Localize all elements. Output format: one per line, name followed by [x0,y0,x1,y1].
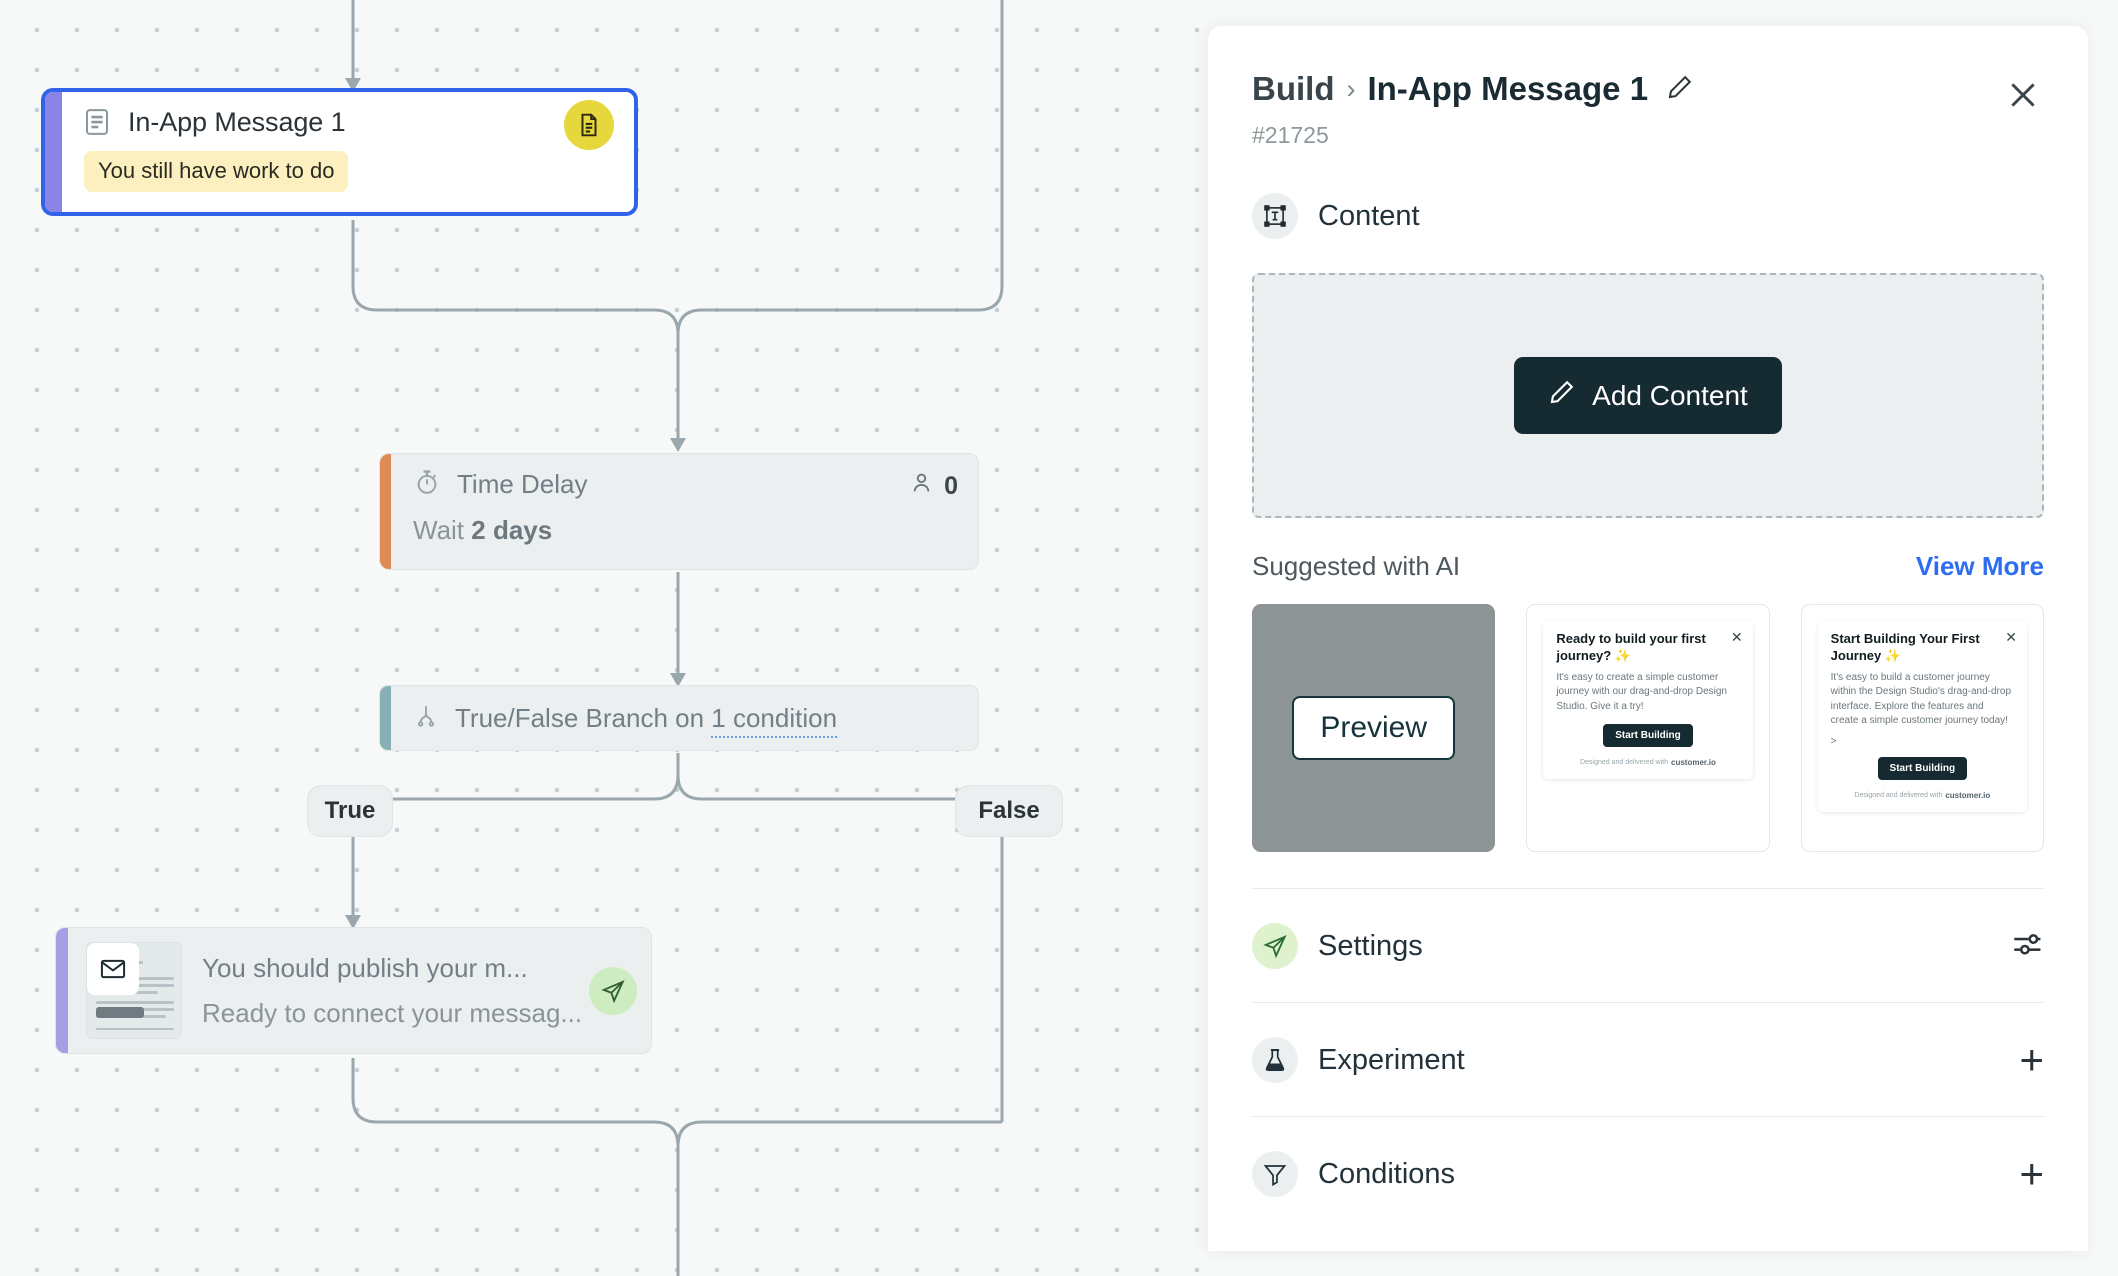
close-icon[interactable]: ✕ [2005,629,2017,645]
branch-label-true[interactable]: True [307,785,393,837]
envelope-icon [87,943,139,995]
branch-title-prefix: True/False Branch on [455,702,712,733]
footer-prefix: Designed and delivered with [1854,792,1943,799]
breadcrumb: Build › In-App Message 1 [1252,26,2044,108]
settings-label: Settings [1318,929,1423,962]
content-dropzone[interactable]: Add Content [1252,273,2044,518]
flask-icon [1252,1037,1298,1083]
footer-brand: customer.io [1671,757,1716,767]
branch-condition-link[interactable]: 1 condition [711,702,838,738]
text-box-icon [1252,193,1298,239]
node-accent-stripe [380,686,391,750]
add-content-label: Add Content [1592,379,1748,411]
funnel-icon [1252,1151,1298,1197]
pencil-icon[interactable] [1666,73,1694,106]
pencil-icon [1548,378,1576,413]
branch-icon [413,702,439,735]
conditions-label: Conditions [1318,1157,1456,1190]
accordion-settings[interactable]: Settings [1252,889,2044,1002]
canvas-node-time-delay[interactable]: Time Delay Wait 2 days 0 [379,453,979,570]
branch-label-false[interactable]: False [955,785,1063,837]
add-content-button[interactable]: Add Content [1514,357,1782,434]
close-icon[interactable]: ✕ [1730,629,1743,645]
node-people-count: 0 [909,470,958,502]
message-thumbnail [86,942,182,1039]
suggestion-footer: Designed and delivered with customer.io [1556,758,1739,767]
node-accent-stripe [380,454,391,569]
close-icon[interactable] [2006,78,2040,117]
page-title: In-App Message 1 [1367,70,1649,107]
document-badge-icon[interactable] [564,100,614,150]
breadcrumb-separator: › [1346,73,1356,104]
breadcrumb-build[interactable]: Build [1252,70,1335,107]
suggestion-card[interactable]: ✕ Ready to build your first journey? ✨ I… [1526,604,1770,852]
canvas-node-message[interactable]: You should publish your m... Ready to co… [55,927,652,1054]
wait-value: 2 days [471,515,553,545]
suggestion-heading: Start Building Your First Journey ✨ [1830,631,1980,663]
plus-icon[interactable]: + [2019,1036,2044,1084]
view-more-link[interactable]: View More [1915,551,2044,581]
node-subtitle: Wait 2 days [413,515,958,546]
document-icon [82,106,112,138]
suggestion-card-preview[interactable]: Preview [1252,604,1496,852]
divider [1252,1116,2044,1117]
suggestion-footer: Designed and delivered with customer.io [1831,791,2014,800]
node-detail-panel: Build › In-App Message 1 #21725 [1208,26,2088,1251]
divider [1252,888,2044,889]
preview-button[interactable]: Preview [1292,696,1456,760]
content-section-header: Content [1252,193,2044,239]
footer-brand: customer.io [1945,791,1991,800]
node-id: #21725 [1252,122,1329,148]
node-title: Time Delay [457,469,588,499]
node-title: True/False Branch on 1 condition [455,702,838,738]
suggestion-heading: Ready to build your first journey? ✨ [1556,631,1706,663]
person-icon [909,470,934,502]
timer-icon [413,467,441,502]
accordion-conditions[interactable]: Conditions + [1252,1117,2044,1230]
canvas-node-in-app-message[interactable]: In-App Message 1 You still have work to … [41,88,638,216]
experiment-label: Experiment [1318,1043,1465,1076]
sliders-icon[interactable] [2010,927,2044,966]
message-title: You should publish your m... [202,952,528,983]
suggestion-card[interactable]: ✕ Start Building Your First Journey ✨ It… [1800,604,2044,852]
plus-icon[interactable]: + [2019,1150,2044,1198]
suggested-header: Suggested with AI View More [1252,551,2044,582]
accordion-experiment[interactable]: Experiment + [1252,1003,2044,1116]
canvas-node-true-false-branch[interactable]: True/False Branch on 1 condition [379,685,979,751]
start-building-button[interactable]: Start Building [1603,723,1693,747]
people-count-value: 0 [944,471,958,500]
wait-prefix: Wait [413,515,472,545]
content-label: Content [1318,199,1420,232]
node-accent-stripe [45,92,62,212]
start-building-button[interactable]: Start Building [1877,757,1968,780]
message-subtitle: Ready to connect your messag... [202,997,583,1028]
node-accent-stripe [56,928,68,1053]
suggestion-extra: > [1830,736,1837,747]
journey-canvas[interactable]: In-App Message 1 You still have work to … [0,0,1210,1276]
suggestion-card-list: Preview ✕ Ready to build your first jour… [1252,604,2044,852]
suggestion-body: It's easy to create a simple customer jo… [1556,672,1727,712]
divider [1252,1002,2044,1003]
suggestion-body: It's easy to build a customer journey wi… [1830,672,2012,726]
node-warning-badge: You still have work to do [84,151,349,192]
footer-prefix: Designed and delivered with [1580,758,1669,766]
send-icon[interactable] [589,966,637,1015]
node-title: In-App Message 1 [128,106,346,137]
suggested-title: Suggested with AI [1252,551,1461,581]
send-icon [1252,923,1298,969]
